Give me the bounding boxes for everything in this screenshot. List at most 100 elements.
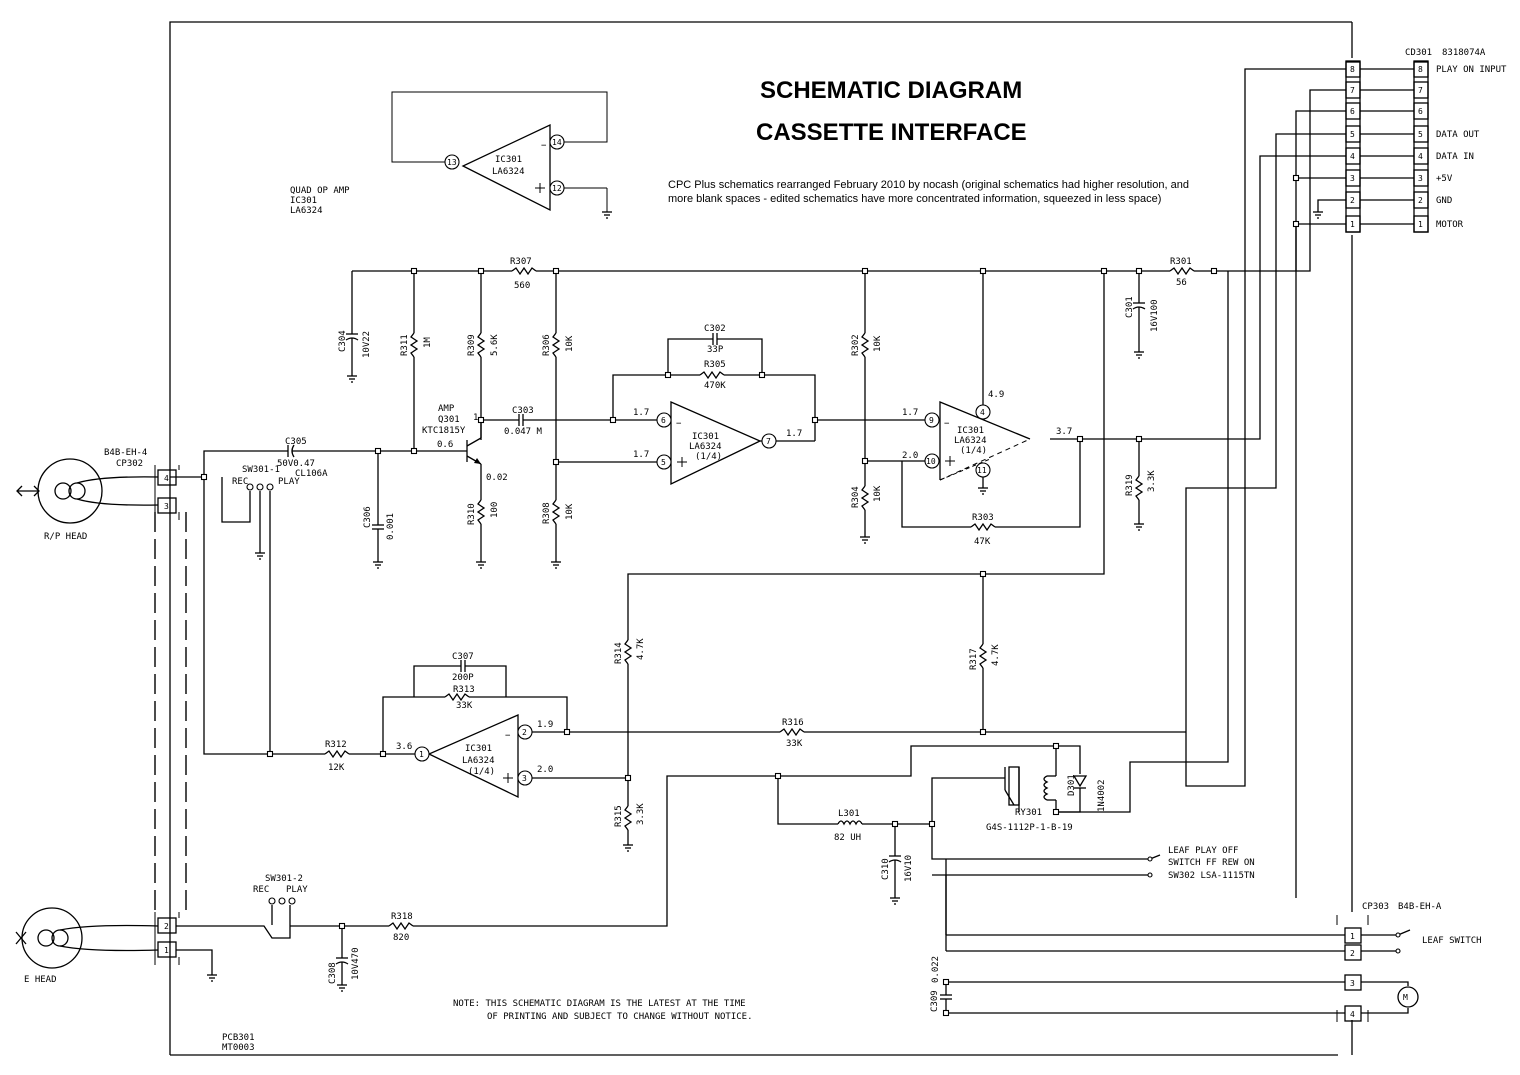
cp303-pin-4: 4	[1350, 1010, 1355, 1019]
amp2-name: IC301	[957, 426, 984, 436]
r301-ref: R301	[1170, 257, 1192, 267]
title-line1: SCHEMATIC DIAGRAM	[760, 77, 1022, 104]
r307-value: 560	[514, 281, 530, 291]
junction-dot	[891, 820, 899, 828]
note-line2: OF PRINTING AND SUBJECT TO CHANGE WITHOU…	[487, 1012, 753, 1022]
c305-value: 50V0.47	[277, 459, 315, 469]
junction-dot	[563, 728, 571, 736]
r308-ref: R308	[542, 502, 552, 524]
junction-dot	[374, 447, 382, 455]
r314-ref: R314	[614, 642, 624, 664]
motor-icon: M	[1361, 981, 1419, 1014]
cd301-signal-label: +5V	[1436, 174, 1453, 184]
v-amp1-in: 1.7	[633, 408, 649, 418]
cd301-signal-label: DATA OUT	[1436, 130, 1480, 140]
junction-dot	[811, 416, 819, 424]
junction-dot	[1135, 435, 1143, 443]
junction-dot	[979, 728, 987, 736]
junction-dot	[477, 416, 485, 424]
c307-ref: C307	[452, 652, 474, 662]
cd301-pin-number: 2	[1350, 196, 1355, 205]
cd301-pin-number: 6	[1418, 107, 1423, 116]
cd301-pin-number: 4	[1418, 152, 1423, 161]
junction-dot	[942, 978, 950, 986]
junction-dot	[861, 267, 869, 275]
junction-dot	[942, 1009, 950, 1017]
sw301-1-rec: REC	[232, 477, 248, 487]
c306-value: 0.001	[386, 513, 396, 540]
pin-2: 2	[522, 728, 527, 737]
v-q-coll: 1	[473, 413, 478, 423]
cd301-pin-number: 4	[1350, 152, 1355, 161]
pin-7: 7	[766, 437, 771, 446]
leaf-row3: SW302 LSA-1115TN	[1168, 871, 1255, 881]
r317-ref: R317	[969, 648, 979, 670]
amp1-name: IC301	[692, 432, 719, 442]
junction-dot	[379, 750, 387, 758]
cp303-type: B4B-EH-A	[1398, 902, 1442, 912]
cd301-pin-number: 7	[1350, 86, 1355, 95]
cp303-name: CP303	[1362, 902, 1389, 912]
cd301-signal-label: PLAY ON INPUT	[1436, 65, 1507, 75]
pin-11: 11	[977, 466, 987, 475]
sw301-1-play: PLAY	[278, 477, 300, 487]
c304-value: 10V22	[362, 331, 372, 358]
c305-ref: C305	[285, 437, 307, 447]
cp303-pin-3: 3	[1350, 979, 1355, 988]
junction-dot	[1292, 174, 1300, 182]
rp-head-label: R/P HEAD	[44, 532, 87, 542]
junction-dot	[979, 570, 987, 578]
r319-value: 3.3K	[1147, 470, 1157, 492]
title-line2: CASSETTE INTERFACE	[756, 119, 1027, 146]
cd301-connector	[1345, 61, 1429, 233]
cp302-name: CP302	[116, 459, 143, 469]
junction-dot	[410, 267, 418, 275]
svg-text:−: −	[944, 419, 950, 429]
r309-value: 5.6K	[490, 334, 500, 356]
svg-text:−: −	[505, 731, 511, 741]
junction-dot	[1135, 267, 1143, 275]
r312-ref: R312	[325, 740, 347, 750]
r310-value: 100	[490, 502, 500, 518]
relay-ry301	[1004, 746, 1057, 812]
amp3-name: IC301	[465, 744, 492, 754]
cp302-pin-3: 3	[164, 502, 169, 511]
cp303-leaf-label: LEAF SWITCH	[1422, 936, 1482, 946]
cd301-name: CD301	[1405, 48, 1432, 58]
switch-sw301-1	[221, 477, 274, 754]
quad-label-2: IC301	[290, 196, 317, 206]
c303-value: 0.047 M	[504, 427, 543, 437]
r302-ref: R302	[851, 334, 861, 356]
cp302-pin-1: 1	[164, 946, 169, 955]
cp302-type: B4B-EH-4	[104, 448, 147, 458]
c306-ref: C306	[363, 506, 373, 528]
r303-value: 47K	[974, 537, 991, 547]
q301-function: AMP	[438, 404, 455, 414]
credit-line2: more blank spaces - edited schematics ha…	[668, 193, 1161, 205]
v-amp2-out: 3.7	[1056, 427, 1072, 437]
junction-dot	[609, 416, 617, 424]
pin-13: 13	[447, 158, 457, 167]
r308-value: 10K	[565, 503, 575, 520]
c302-value: 33P	[707, 345, 724, 355]
junction-dot	[552, 458, 560, 466]
opamp-amp2: 9 10 4 11 − IC301 LA6324 (1/4)	[924, 271, 1031, 495]
cd301-signal-label: DATA IN	[1436, 152, 1474, 162]
cd301-pin-number: 1	[1418, 220, 1423, 229]
pin-10: 10	[926, 457, 936, 466]
v-amp1-out: 1.7	[786, 429, 802, 439]
c309-ref: C309	[930, 990, 940, 1012]
cd301-signal-label: GND	[1436, 196, 1452, 206]
junction-dot	[338, 922, 346, 930]
sw301-2-play: PLAY	[286, 885, 308, 895]
r315-ref: R315	[614, 805, 624, 827]
c310-ref: C308	[328, 962, 338, 984]
r313-ref: R313	[453, 685, 475, 695]
cd301-pin-number: 8	[1418, 65, 1423, 74]
l301-value: 82 UH	[834, 833, 861, 843]
c308-ref: C310	[881, 858, 891, 880]
cd301-signal-label: MOTOR	[1436, 220, 1464, 230]
junction-dot	[266, 750, 274, 758]
junction-dot	[477, 267, 485, 275]
v-amp3-neg: 1.9	[537, 720, 553, 730]
